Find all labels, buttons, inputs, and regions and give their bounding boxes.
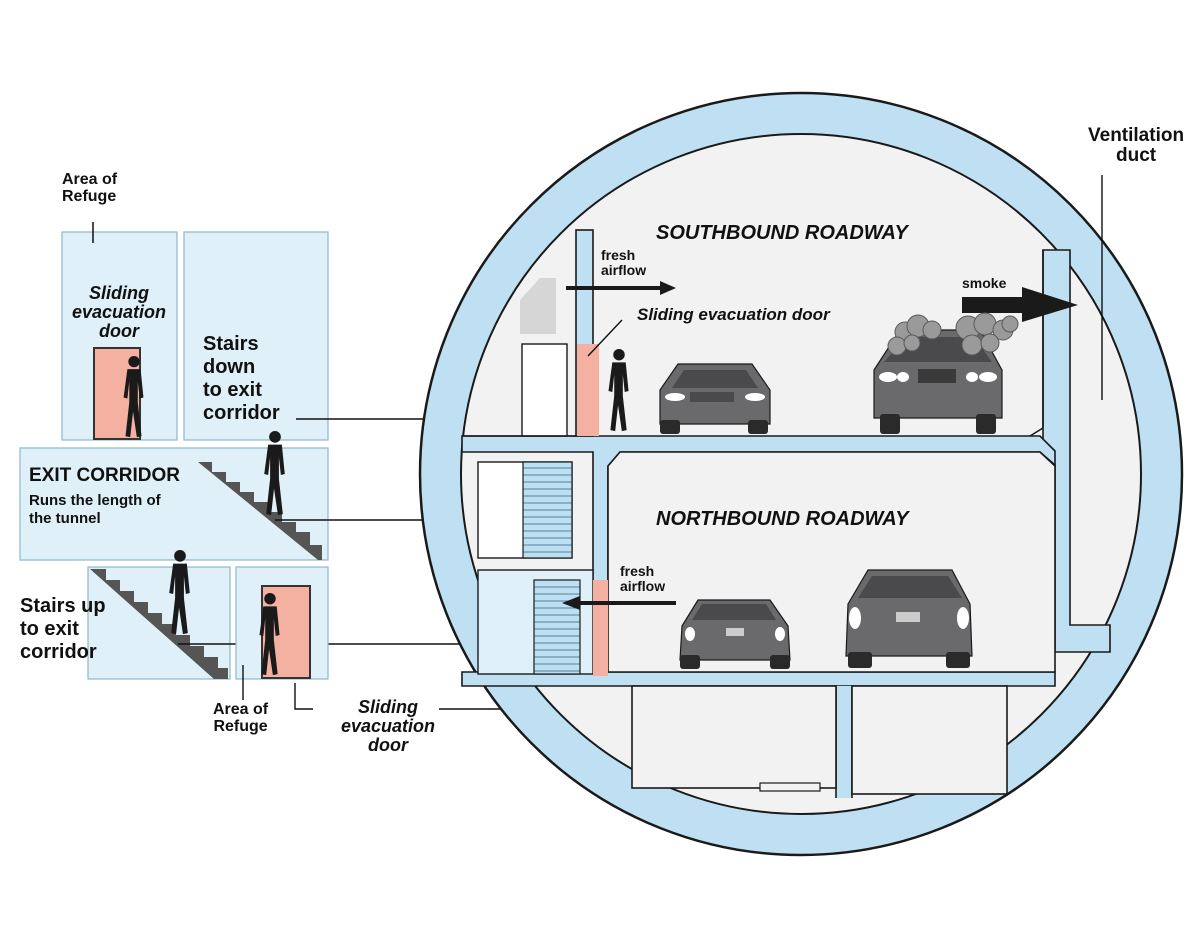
exit-corridor-title: EXIT CORRIDOR [29,465,180,486]
fresh-airflow-bottom-label: fresh airflow [620,563,666,594]
tunnel-door-upper [577,344,599,436]
refuge-door-upper [521,343,568,437]
center-column [836,686,852,798]
stairs-up-label: Stairs up to exit corridor [20,595,106,663]
fresh-airflow-arrow-bottom [562,596,676,610]
sliding-door-bottom-label: Sliding evacuation door [340,697,436,755]
tunnel-door-lower [593,580,608,676]
area-of-refuge-top-label: Area of Refuge [62,171,118,205]
northbound-roadway-label: NORTHBOUND ROADWAY [656,508,909,530]
stairs-up-steps [90,569,228,679]
area-of-refuge-bottom-label: Area of Refuge [213,701,269,735]
stairs-down-steps [198,462,322,560]
car-northbound-1 [679,599,791,669]
stairs-down-label: Stairs down to exit corridor [203,333,280,424]
car-southbound-2-smoking [873,312,1019,434]
car-southbound-1 [659,363,771,434]
car-northbound-2 [845,569,973,668]
stairs-down-room [183,231,329,441]
exit-corridor-description: Runs the length of the tunnel [29,492,161,527]
fresh-airflow-arrow-top [566,281,676,295]
sliding-door-tunnel-label: Sliding evacuation door [637,305,830,324]
fresh-airflow-top-label: fresh airflow [601,247,647,278]
northbound-roadway [607,451,1056,673]
smoke-plume [887,312,1019,356]
smoke-arrow [962,287,1078,322]
sliding-door-left-label: Sliding evacuation door [71,283,167,341]
ventilation-duct-label: Ventilation duct [1088,125,1185,166]
utility-box-left [631,685,837,789]
southbound-roadway-label: SOUTHBOUND ROADWAY [656,222,908,244]
tunnel-section [418,91,1184,857]
left-detail [19,222,608,710]
vent-grille [520,278,556,334]
utility-box-right [851,685,1008,795]
smoke-label: smoke [962,275,1007,291]
